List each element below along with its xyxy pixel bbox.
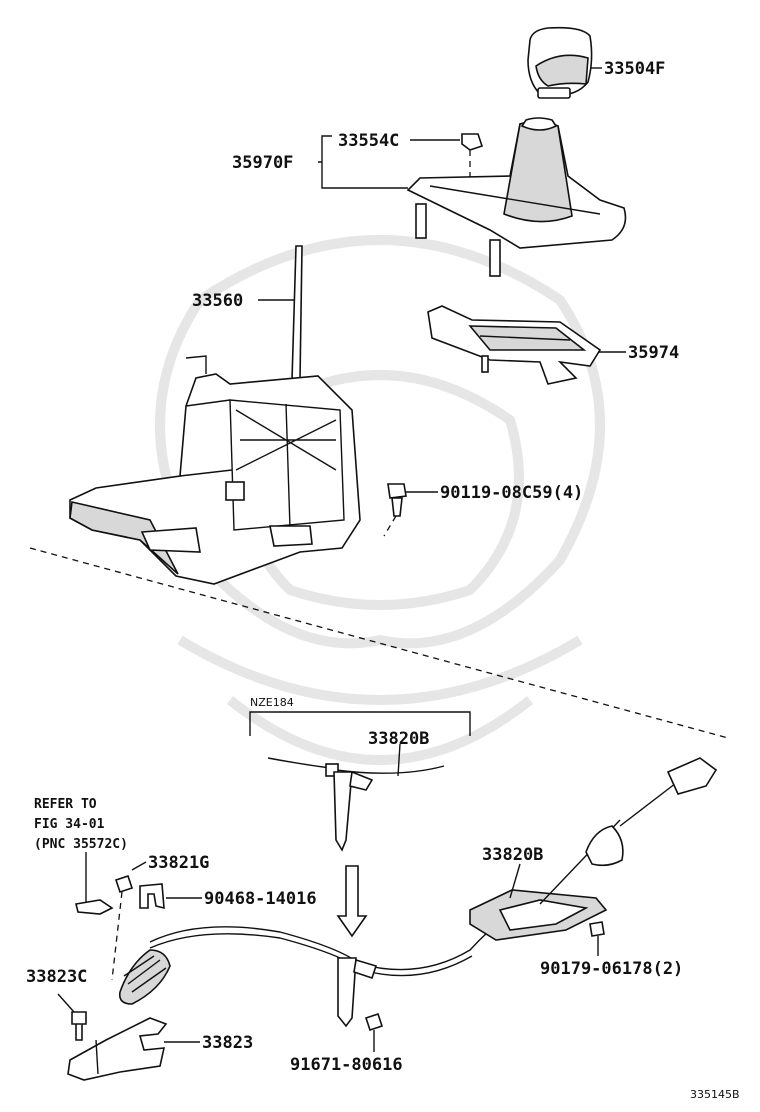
- shift-cable-part: [118, 757, 718, 1028]
- figure-id: 335145B: [690, 1088, 740, 1101]
- console-bezel-part: [406, 117, 627, 277]
- leader-33820B-main: [509, 863, 521, 899]
- indicator-plate-part: [427, 305, 602, 385]
- part-label-91671: 91671-80616: [290, 1055, 403, 1075]
- leader-33821G: [131, 861, 147, 871]
- part-label-33554C: 33554C: [338, 131, 399, 151]
- leader-33820B-top: [397, 743, 401, 777]
- refer-line-3: (PNC 35572C): [34, 837, 128, 852]
- bracket-clip: [75, 899, 114, 915]
- variant-label: NZE184: [250, 696, 294, 709]
- refer-line-2: FIG 34-01: [34, 817, 105, 832]
- part-label-33823: 33823: [202, 1033, 253, 1053]
- down-arrow: [336, 865, 368, 938]
- leader-33823C: [57, 993, 75, 1013]
- part-label-35970F: 35970F: [232, 153, 293, 173]
- bolt-91671-part: [364, 1012, 384, 1032]
- shift-lever-assembly-part: [69, 245, 361, 585]
- nze184-inset: NZE184: [249, 696, 471, 852]
- clip-part: [461, 133, 484, 180]
- part-label-33823C: 33823C: [26, 967, 87, 987]
- part-label-90119: 90119-08C59(4): [440, 483, 583, 503]
- bolt-33823C-part: [71, 1011, 87, 1041]
- part-label-90179: 90179-06178(2): [540, 959, 683, 979]
- clip-90468-part: [139, 883, 165, 910]
- part-label-90468: 90468-14016: [204, 889, 317, 909]
- bolt-90119-part: [383, 483, 407, 537]
- bracket-33823-part: [67, 1017, 168, 1081]
- nut-33821G-part: [114, 874, 134, 894]
- part-label-33821G: 33821G: [148, 853, 209, 873]
- leader-35970F: [318, 135, 408, 189]
- part-label-33504F: 33504F: [604, 59, 665, 79]
- part-label-33820B-top: 33820B: [368, 729, 429, 749]
- part-label-35974: 35974: [628, 343, 679, 363]
- shift-knob-part: [527, 26, 593, 99]
- part-label-33560: 33560: [192, 291, 243, 311]
- nut-90179-part: [589, 921, 605, 937]
- part-label-33820B-main: 33820B: [482, 845, 543, 865]
- refer-line-1: REFER TO: [34, 797, 97, 812]
- refer-note: REFER TO FIG 34-01 (PNC 35572C): [34, 797, 128, 852]
